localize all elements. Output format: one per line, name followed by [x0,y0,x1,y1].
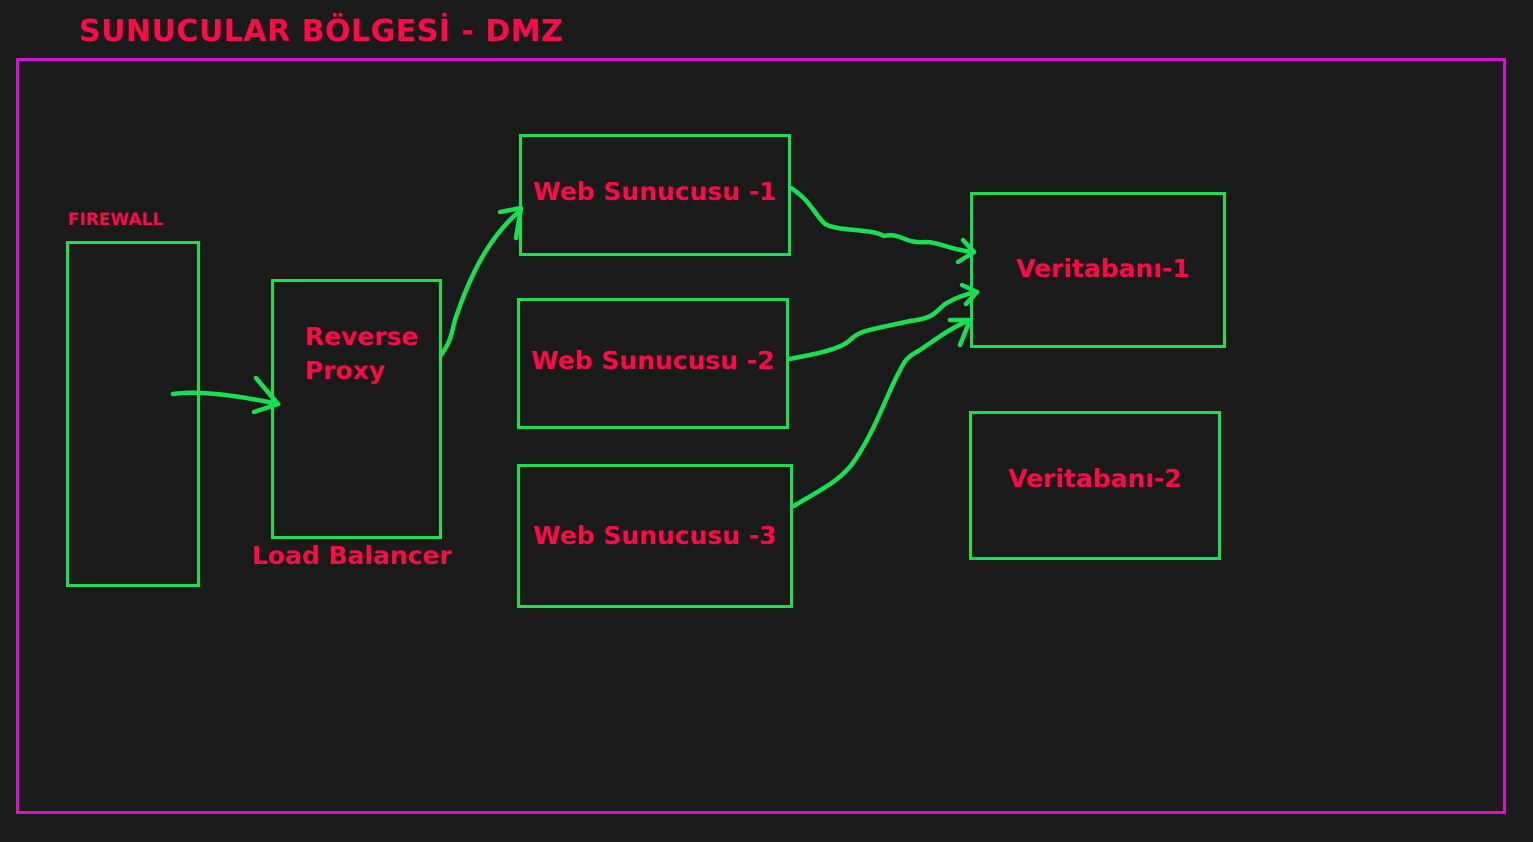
reverse-proxy-label-line1: Reverse [305,322,419,351]
firewall-label: FIREWALL [68,210,164,230]
firewall-box [66,241,200,587]
web-server-1-label: Web Sunucusu -1 [533,177,777,206]
web-server-3-label: Web Sunucusu -3 [533,521,777,550]
dmz-zone [16,58,1506,814]
load-balancer-caption: Load Balancer [252,541,452,570]
zone-title: SUNUCULAR BÖLGESİ - DMZ [79,14,564,49]
database-2-box: Veritabanı-2 [969,411,1221,560]
web-server-1-box: Web Sunucusu -1 [519,134,791,256]
reverse-proxy-box: Reverse Proxy [271,279,442,539]
web-server-2-label: Web Sunucusu -2 [531,346,775,375]
database-2-label: Veritabanı-2 [1008,464,1182,493]
web-server-2-box: Web Sunucusu -2 [517,298,789,429]
database-1-box: Veritabanı-1 [970,192,1226,348]
reverse-proxy-label-line2: Proxy [305,356,386,385]
database-1-label: Veritabanı-1 [1016,254,1190,283]
web-server-3-box: Web Sunucusu -3 [517,464,793,608]
